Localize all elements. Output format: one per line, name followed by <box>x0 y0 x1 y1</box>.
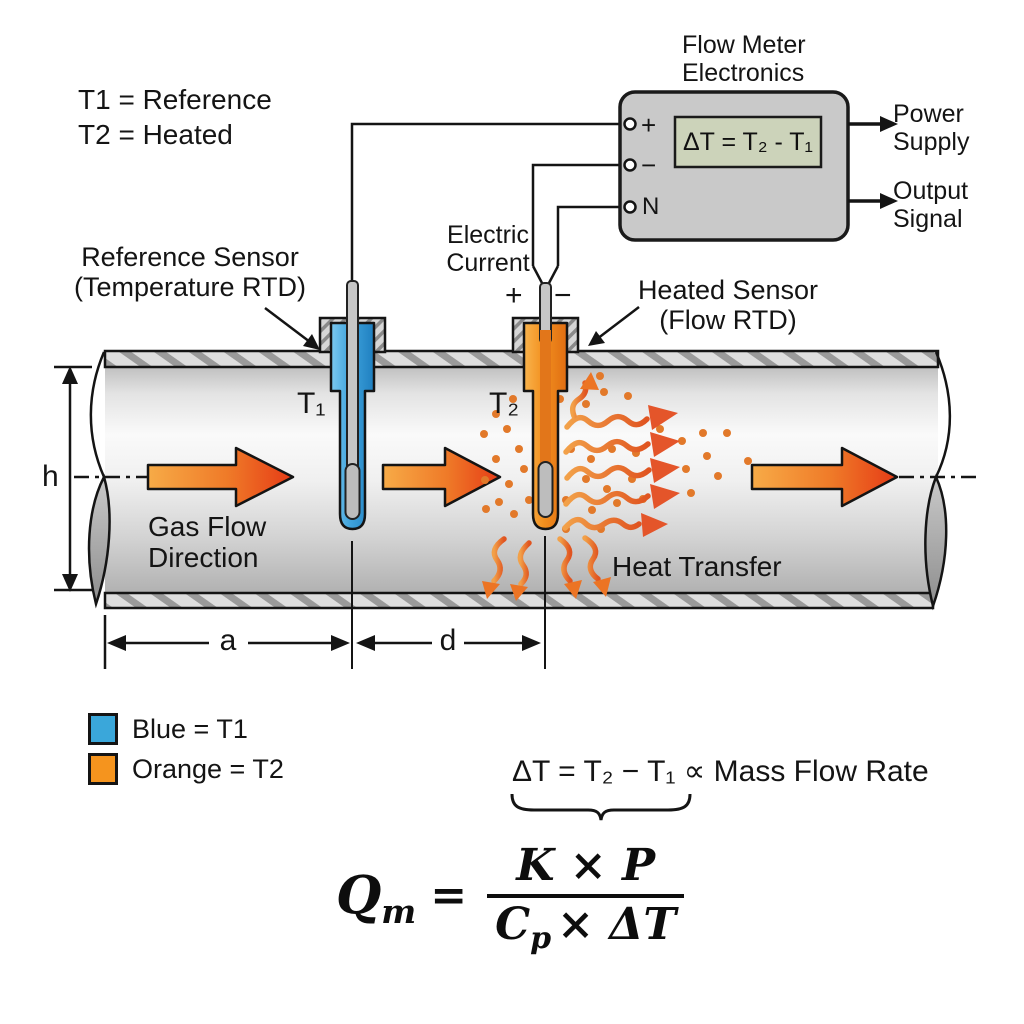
t2-tag: T₂ <box>489 387 519 420</box>
label-arrow-reference <box>264 307 320 350</box>
power-supply-label: Power Supply <box>893 100 969 156</box>
h-dimension <box>54 365 92 592</box>
reference-sensor-label: Reference Sensor (Temperature RTD) <box>62 242 318 302</box>
dim-d-label: d <box>439 624 457 657</box>
gas-flow-line1: Gas Flow <box>148 511 267 542</box>
reference-sensor-line1: Reference Sensor <box>81 242 299 272</box>
terminal-minus <box>623 158 637 172</box>
terminal-plus <box>623 117 637 131</box>
heated-sensor-label: Heated Sensor (Flow RTD) <box>628 275 828 335</box>
pipe-end-left-curve <box>89 351 106 478</box>
fraction: K × P C p × ΔT <box>487 840 685 956</box>
heat-transfer-label: Heat Transfer <box>612 551 782 582</box>
electronics-box <box>618 90 898 242</box>
electric-current-label: Electric Current <box>438 221 538 277</box>
flow-arrow-1 <box>146 446 295 508</box>
pipe-wall-top <box>103 349 940 369</box>
output-line2: Signal <box>893 205 963 233</box>
current-plus-sign: + <box>505 279 523 312</box>
heated-sensor-line2: (Flow RTD) <box>659 305 797 336</box>
dimension-lines <box>103 536 546 669</box>
heated-sensor-probe <box>522 282 569 531</box>
electric-current-line1: Electric <box>447 221 529 249</box>
fraction-bar <box>487 894 685 898</box>
reference-sensor-probe <box>329 280 376 531</box>
t1-tag: T₁ <box>297 387 326 420</box>
terminal-neutral <box>623 200 637 214</box>
current-minus-sign: − <box>554 279 572 312</box>
electronics-title-line1: Flow Meter <box>682 31 806 59</box>
qm-base: Q <box>336 864 382 926</box>
dim-h-label: h <box>42 460 59 493</box>
heat-wave-arrowheads <box>482 372 680 601</box>
fraction-denominator: C p × ΔT <box>487 899 684 956</box>
den-c: C <box>495 899 531 950</box>
power-line2: Supply <box>893 128 970 156</box>
note-t2-heated: T2 = Heated <box>78 119 233 150</box>
electric-current-line2: Current <box>446 249 530 277</box>
legend-blue-swatch <box>88 713 118 745</box>
heat-waves <box>491 380 652 587</box>
heat-dots <box>480 372 752 533</box>
legend-orange-label: Orange = T2 <box>132 754 284 784</box>
flow-arrow-3 <box>750 446 899 508</box>
electronics-title: Flow Meter Electronics <box>682 31 806 87</box>
delta-t-expression: ΔT = T₂ − T₁ <box>512 755 676 788</box>
heated-sensor-line1: Heated Sensor <box>637 275 819 305</box>
pipe-end-left-lens <box>87 473 111 609</box>
dim-a-label: a <box>219 624 237 657</box>
label-arrow-heated <box>588 306 640 346</box>
output-signal-label: Output Signal <box>893 177 968 233</box>
legend-blue-label: Blue = T1 <box>132 714 248 744</box>
reference-sensor-line2: (Temperature RTD) <box>73 272 307 303</box>
lcd-display <box>673 115 823 169</box>
gas-flow-label: Gas Flow Direction <box>148 511 266 574</box>
output-line1: Output <box>893 177 969 205</box>
flow-arrow-2 <box>381 446 502 508</box>
den-subscript: p <box>530 921 552 956</box>
sensor-wires <box>350 122 630 284</box>
flow-arrows <box>146 446 899 508</box>
fraction-numerator: K × P <box>516 840 656 891</box>
terminal-neutral-label: N <box>642 193 660 220</box>
qm-subscript: m <box>381 891 417 931</box>
underbrace <box>510 793 692 821</box>
pipe-end-right-lens <box>924 473 948 611</box>
den-rest: × ΔT <box>557 899 677 950</box>
terminal-plus-label: + <box>641 110 657 140</box>
proportional-mass-flow: ∝ Mass Flow Rate <box>675 755 929 788</box>
electronics-title-line2: Electronics <box>682 59 805 87</box>
legend-orange-swatch <box>88 753 118 785</box>
note-t1-reference: T1 = Reference <box>78 84 272 115</box>
mass-flow-formula: Q m = K × P C p × ΔT <box>336 840 685 956</box>
power-line1: Power <box>893 100 964 128</box>
gas-flow-line2: Direction <box>148 542 259 574</box>
lcd-readout: ΔT = T₂ - T₁ <box>682 127 813 156</box>
delta-t-equation: ΔT = T₂ − T₁ ∝ Mass Flow Rate <box>512 754 929 789</box>
pipe-end-right-curve <box>934 351 952 478</box>
terminal-minus-label: − <box>641 150 657 180</box>
equals-sign: = <box>430 869 468 921</box>
